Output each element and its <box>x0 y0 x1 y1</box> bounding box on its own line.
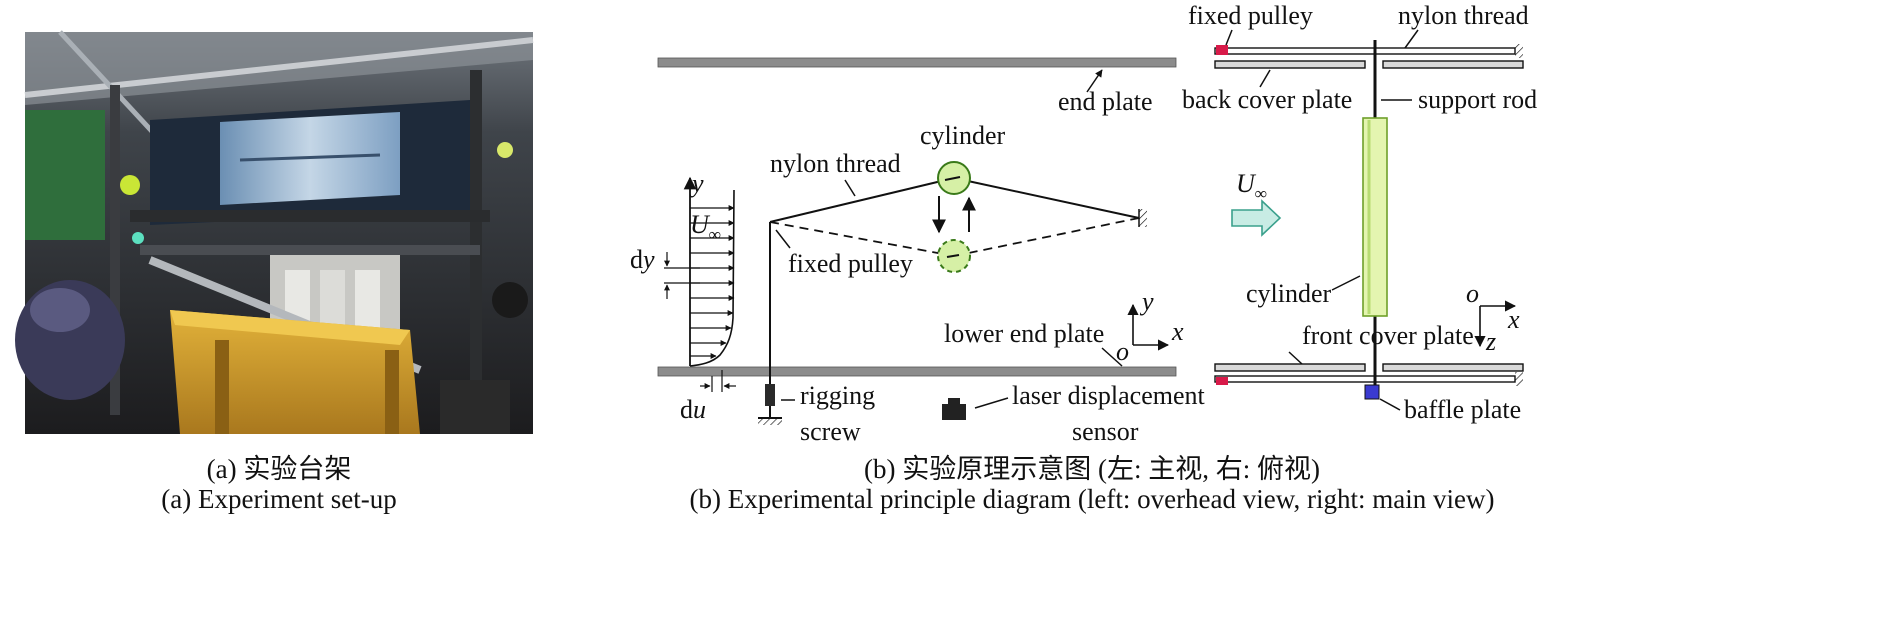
caption-a-en: (a) Experiment set-up <box>161 484 396 514</box>
rigging-label-2: screw <box>800 417 861 446</box>
du-d: d <box>680 395 693 424</box>
lower-end-plate-label: lower end plate <box>944 319 1104 348</box>
dy-y: y <box>640 245 655 274</box>
du-label: du <box>680 395 706 424</box>
front-cover-plate-label: front cover plate <box>1302 321 1474 350</box>
end-plate-label: end plate <box>1058 87 1153 116</box>
laser-label-1: laser displacement <box>1012 381 1206 410</box>
axis-x: x <box>1171 317 1184 346</box>
flow-label: U∞ <box>1236 169 1267 203</box>
flow-arrow <box>1231 199 1282 237</box>
caption-b-en: (b) Experimental principle diagram (left… <box>690 484 1495 514</box>
dy-d: d <box>630 245 643 274</box>
U-symbol: U <box>690 210 711 239</box>
cylinder-label-right: cylinder <box>1246 279 1332 308</box>
axis-x-right: x <box>1507 305 1520 334</box>
right-U-symbol: U <box>1236 169 1257 198</box>
axis-z-right: z <box>1485 327 1496 356</box>
rigging-screw <box>765 384 775 406</box>
caption-b-cn: (b) 实验原理示意图 (左: 主视, 右: 俯视) <box>864 454 1320 484</box>
caption-a-cn: (a) 实验台架 <box>207 454 352 484</box>
du-u: u <box>693 395 706 424</box>
fixed-pulley-label-right: fixed pulley <box>1188 1 1313 30</box>
cylinder-rod <box>1362 117 1388 317</box>
laser-label-2: sensor <box>1072 417 1139 446</box>
rigging-label-1: rigging <box>800 381 875 410</box>
y-axis-label: y <box>689 169 704 198</box>
lower-end-plate <box>657 366 1177 377</box>
baffle-plate <box>1364 384 1380 400</box>
experiment-photo <box>15 30 534 434</box>
right-inf-subscript: ∞ <box>1255 184 1267 203</box>
top-fixed-pulley <box>1216 45 1228 55</box>
cylinder-label: cylinder <box>920 121 1006 150</box>
laser-sensor <box>942 398 966 420</box>
right-view: U∞ fixed pulley nylon thread back cover … <box>1182 1 1537 424</box>
support-rod-label: support rod <box>1418 85 1537 114</box>
axis-y: y <box>1139 287 1154 316</box>
inf-subscript: ∞ <box>709 225 721 244</box>
bottom-fixed-pulley <box>1216 377 1228 385</box>
velocity-profile <box>664 176 736 392</box>
end-plate <box>657 57 1177 68</box>
back-cover-plate-label: back cover plate <box>1182 85 1352 114</box>
free-stream-label: U∞ <box>690 210 721 244</box>
nylon-thread-label-right: nylon thread <box>1398 1 1529 30</box>
axis-o-right: o <box>1466 279 1479 308</box>
baffle-plate-label: baffle plate <box>1404 395 1521 424</box>
left-view: end plate lower end plate <box>630 57 1206 446</box>
axis-o: o <box>1116 337 1129 366</box>
dy-label: dy <box>630 245 655 274</box>
nylon-thread-label: nylon thread <box>770 149 901 178</box>
fixed-pulley-label: fixed pulley <box>788 249 913 278</box>
